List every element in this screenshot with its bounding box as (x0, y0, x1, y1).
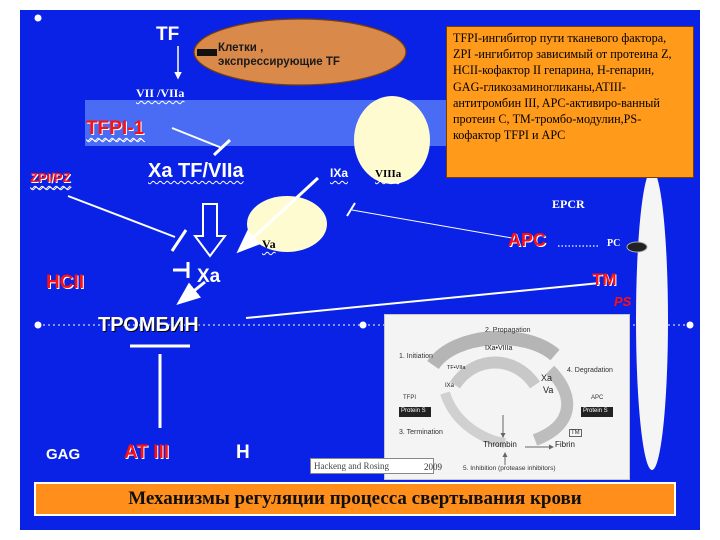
tf-label: TF (156, 24, 179, 46)
inset-thrombin: Thrombin (483, 440, 517, 449)
inset-protein-s-left: Protein S (401, 408, 426, 414)
inset-va: Va (543, 385, 553, 395)
abbreviation-legend: TFPI-ингибитор пути тканевого фактора, Z… (446, 26, 694, 178)
figure-year: 2009 (424, 462, 442, 472)
vii-label: VII /VIIa (136, 86, 184, 101)
prothrombinase-ellipse (247, 196, 327, 252)
activation-hollow-arrow (195, 204, 225, 256)
hcii-label: HCII (46, 272, 84, 294)
inset-fibrin: Fibrin (555, 440, 575, 449)
tf-receptor-icon (197, 49, 217, 56)
inset-propagation: 2. Propagation (485, 327, 531, 334)
ps-label: PS (614, 294, 631, 309)
termination-arc (445, 393, 505, 443)
inset-tf-viia: TF•VIIa (447, 365, 465, 371)
inset-initiation: 1. Initiation (399, 353, 433, 360)
inset-degradation: 4. Degradation (567, 367, 613, 374)
inset-protein-s-right: Protein S (583, 408, 608, 414)
xa-label: Xa (197, 266, 220, 288)
heparin-label: H (236, 442, 250, 464)
thrombin-to-tm-line (246, 283, 600, 318)
endothelial-cell (636, 170, 668, 470)
epcr-label: EPCR (552, 197, 585, 212)
gag-label: GAG (46, 446, 80, 463)
pc-label: PC (607, 238, 620, 249)
initiation-arc (455, 363, 535, 386)
apc-inhibit-line (352, 210, 512, 238)
inset-xa: Xa (541, 373, 552, 383)
credit-authors: Hackeng and Rosing (314, 461, 389, 471)
va-label: Va (262, 237, 276, 252)
zpi-label: ZPI/PZ (30, 170, 70, 185)
apc-label: APC (508, 230, 546, 251)
inset-apc: APC (591, 395, 603, 401)
cells-label: Клетки , экспрессирующие TF (218, 41, 340, 69)
inset-ixa-viiia: IXa•VIIIa (485, 345, 512, 352)
title-bar: Механизмы регуляции процесса свертывания… (34, 482, 676, 516)
pc-receptor-icon (627, 242, 647, 252)
zpi-inhibit-bar (172, 230, 186, 251)
ixa-label: IXa (330, 166, 348, 180)
inset-tfpi: TFPI (403, 395, 416, 401)
apc-inhibit-bar (347, 203, 355, 216)
tm-label: TM (592, 270, 617, 290)
at3-label: AT III (124, 442, 169, 464)
thrombin-label: ТРОМБИН (98, 314, 199, 337)
figure-credit: Hackeng and Rosing (310, 458, 434, 474)
viiia-label: VIIIa (375, 168, 401, 180)
inset-ixa: IXa (445, 383, 454, 389)
zpi-inhibit-line (68, 196, 175, 237)
tfpi1-label: TFPI-1 (86, 118, 144, 140)
coagulation-inset-figure: 2. Propagation 1. Initiation 4. Degradat… (384, 314, 630, 480)
inset-termination: 3. Termination (399, 429, 443, 436)
inset-inhibition: 5. Inhibition (protease inhibitors) (463, 465, 556, 472)
inset-tm: TM (569, 429, 582, 437)
xa-tf-viia-label: Xa TF/VIIa (148, 160, 244, 183)
slide-title: Механизмы регуляции процесса свертывания… (128, 488, 581, 510)
